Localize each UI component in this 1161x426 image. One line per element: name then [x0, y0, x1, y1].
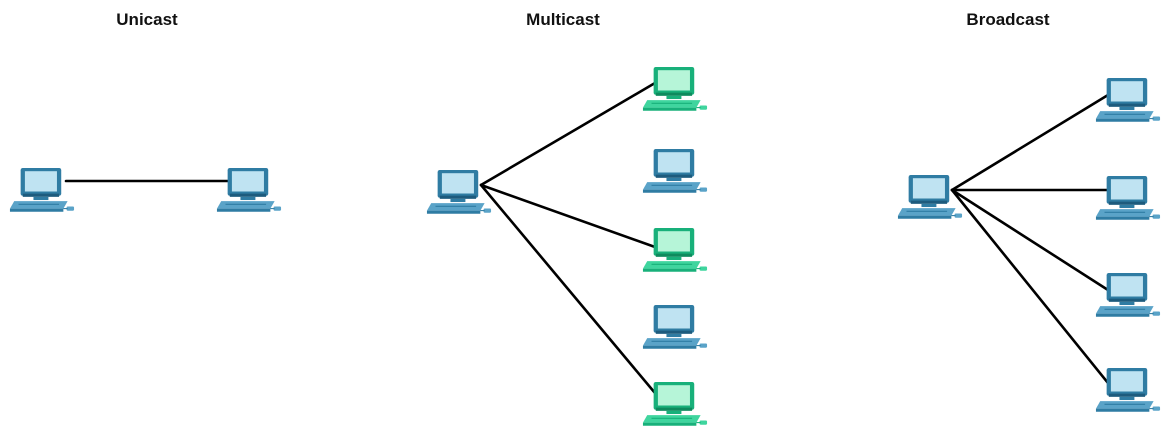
unicast-title: Unicast [116, 10, 178, 29]
multicast-title: Multicast [526, 10, 600, 29]
broadcast-link-1 [950, 93, 1110, 192]
multicast-link-1 [479, 81, 657, 187]
multicast-links [479, 81, 662, 401]
unicast-sender-icon [9, 167, 75, 213]
multicast-link-3 [479, 183, 662, 401]
multicast-nonmember-1-icon [642, 148, 708, 194]
broadcast-link-3 [950, 188, 1110, 292]
broadcast-link-4 [950, 188, 1110, 385]
unicast-receiver-icon [216, 167, 282, 213]
multicast-member-1-icon [642, 66, 708, 112]
multicast-link-2 [479, 183, 657, 249]
broadcast-receiver-3-icon [1095, 272, 1161, 318]
multicast-nonmember-2-icon [642, 304, 708, 350]
multicast-sender-icon [426, 169, 492, 215]
broadcast-title: Broadcast [966, 10, 1049, 29]
multicast-member-2-icon [642, 227, 708, 273]
broadcast-links [950, 93, 1110, 385]
broadcast-receiver-2-icon [1095, 175, 1161, 221]
broadcast-sender-icon [897, 174, 963, 220]
broadcast-receiver-4-icon [1095, 367, 1161, 413]
broadcast-receiver-1-icon [1095, 77, 1161, 123]
